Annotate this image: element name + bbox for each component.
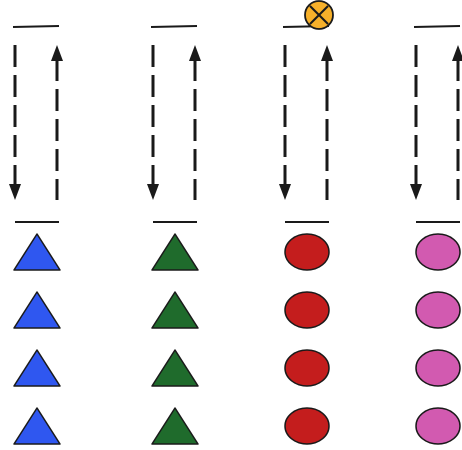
- triangle-shape: [151, 291, 199, 329]
- circle-shape: [284, 349, 330, 387]
- up-arrowhead: [452, 45, 462, 61]
- lamp-cross-b: [309, 5, 329, 25]
- column-2: [147, 25, 201, 445]
- triangle-shape: [13, 407, 61, 445]
- up-arrowhead: [189, 45, 201, 61]
- lamp-icon: [304, 0, 334, 30]
- circle-shape: [415, 407, 461, 445]
- circle-shape: [415, 233, 461, 271]
- down-arrowhead: [9, 184, 21, 200]
- triangle-shape: [13, 349, 61, 387]
- columns-group: [9, 0, 462, 445]
- circle-shape: [415, 349, 461, 387]
- circle-shape: [284, 291, 330, 329]
- top-bar: [12, 25, 60, 28]
- up-arrowhead: [51, 45, 63, 61]
- circle-shape: [284, 407, 330, 445]
- top-bar: [150, 25, 198, 28]
- column-4: [410, 25, 462, 445]
- up-arrowhead: [321, 45, 333, 61]
- triangle-shape: [151, 233, 199, 271]
- triangle-shape: [151, 407, 199, 445]
- circle-shape: [284, 233, 330, 271]
- triangle-shape: [13, 233, 61, 271]
- triangle-shape: [151, 349, 199, 387]
- down-arrowhead: [410, 184, 422, 200]
- top-bar: [413, 25, 461, 28]
- down-arrowhead: [279, 184, 291, 200]
- down-arrowhead: [147, 184, 159, 200]
- column-1: [9, 25, 63, 445]
- circle-shape: [415, 291, 461, 329]
- triangle-shape: [13, 291, 61, 329]
- column-3: [279, 25, 333, 445]
